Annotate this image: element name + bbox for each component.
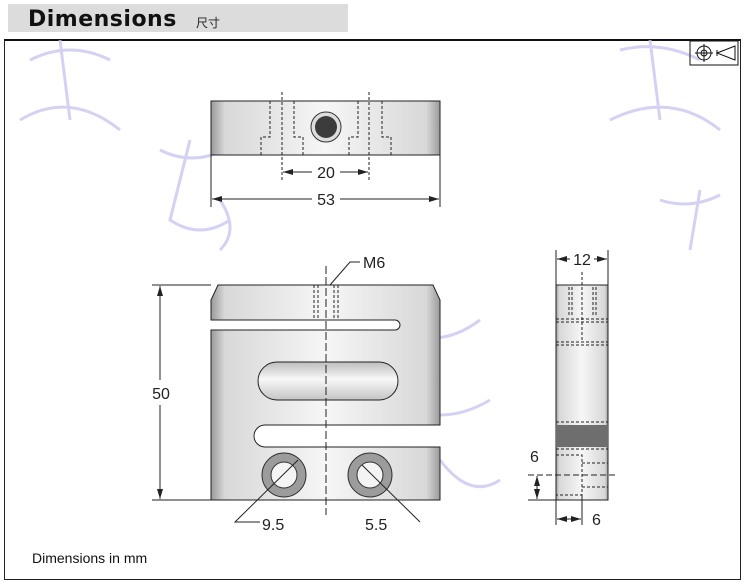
third-angle-projection-icon: [689, 40, 739, 66]
dim-offset-vertical: 6: [530, 449, 539, 466]
dim-offset-horizontal: 6: [592, 512, 601, 529]
dim-counterbore: 9.5: [262, 517, 284, 534]
header-bar: Dimensions 尺寸: [8, 4, 348, 32]
dim-hole-spacing: 20: [317, 165, 335, 182]
dim-width: 53: [317, 192, 335, 209]
drawing-frame: [4, 39, 741, 580]
dim-thickness: 12: [573, 252, 591, 269]
page-title: Dimensions: [28, 7, 177, 32]
dim-hole-diameter: 5.5: [365, 517, 387, 534]
side-view: 12 6 6: [528, 250, 618, 529]
page-subtitle: 尺寸: [196, 16, 221, 30]
top-view: 20 53: [210, 92, 441, 209]
dim-height: 50: [152, 386, 170, 403]
thread-label: M6: [363, 255, 385, 272]
units-note: Dimensions in mm: [32, 550, 148, 566]
front-view: M6 50 9.5 5.5: [152, 255, 441, 534]
